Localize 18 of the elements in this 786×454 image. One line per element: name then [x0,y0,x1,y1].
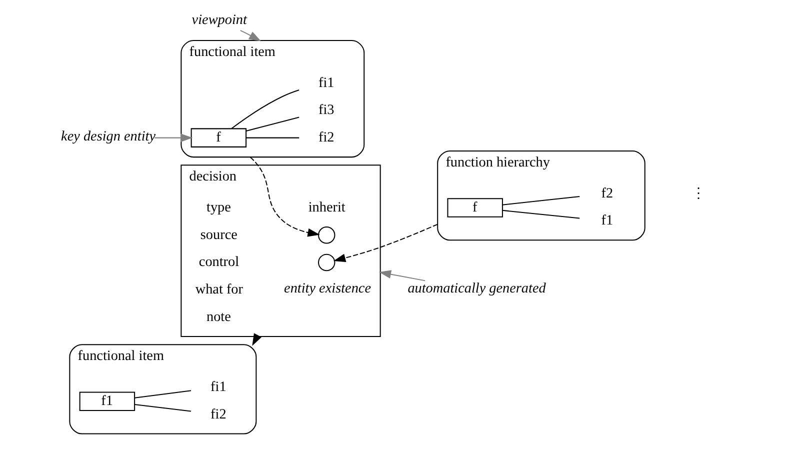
label: entity existence [284,280,371,297]
label: control [198,254,240,270]
label: inherit [308,199,346,216]
node-text: f2 [601,185,614,202]
label: source [200,226,238,243]
node-text: fi3 [318,102,334,118]
node-text: viewpoint [192,12,247,28]
node-text: fi2 [210,406,226,422]
node-text: fi2 [318,130,334,146]
label: note [206,308,231,325]
label: type [206,199,231,216]
node-text: key design entity [61,128,156,145]
node-text: fi1 [210,378,226,395]
node-text: f1 [601,212,614,229]
node-text: automatically generated [408,280,546,297]
label: what for [195,282,243,298]
node-text: fi1 [318,74,334,91]
label: ⋮ [691,185,706,202]
